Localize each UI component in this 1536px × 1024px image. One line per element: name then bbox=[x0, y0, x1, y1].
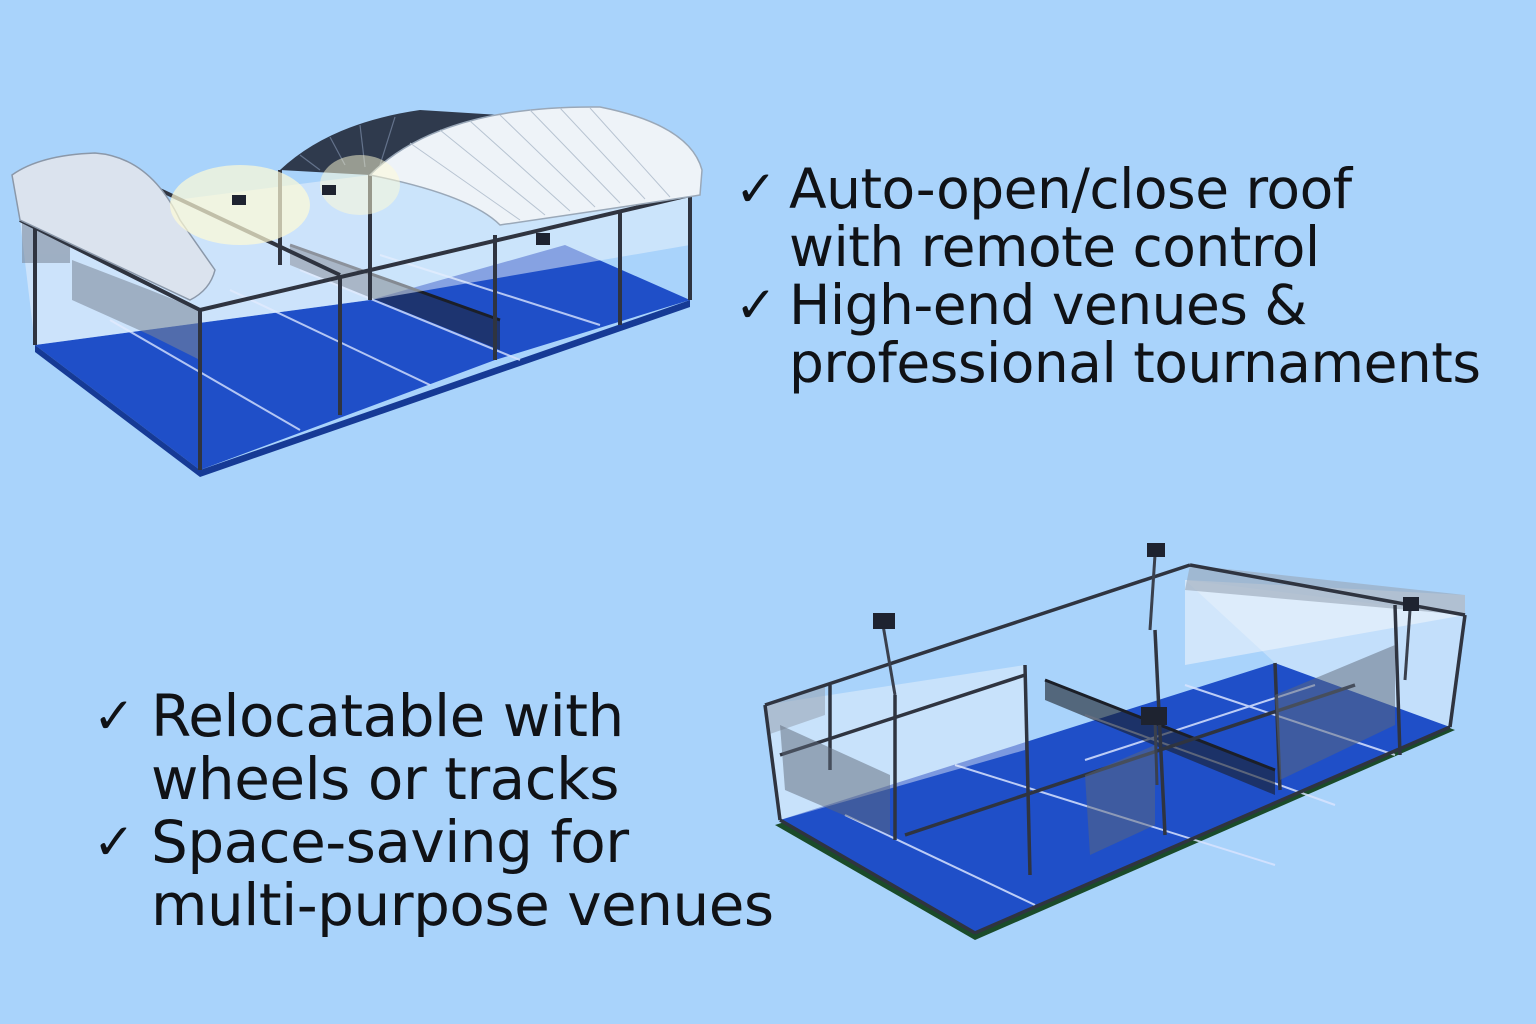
feature-relocatable: ✓ Relocatable with wheels or tracks bbox=[93, 685, 774, 811]
feature-line: High-end venues & bbox=[789, 273, 1307, 337]
feature-auto-roof: ✓ Auto-open/close roof with remote contr… bbox=[735, 160, 1481, 276]
open-air-court-illustration bbox=[763, 543, 1467, 940]
feature-line: with remote control bbox=[789, 215, 1320, 279]
feature-space-saving: ✓ Space-saving for multi-purpose venues bbox=[93, 811, 774, 937]
checkmark-icon: ✓ bbox=[93, 687, 135, 745]
feature-line: multi-purpose venues bbox=[151, 871, 774, 939]
features-top: ✓ Auto-open/close roof with remote contr… bbox=[735, 160, 1481, 392]
feature-line: Space-saving for bbox=[151, 808, 629, 876]
checkmark-icon: ✓ bbox=[735, 276, 777, 334]
checkmark-icon: ✓ bbox=[93, 813, 135, 871]
feature-line: Relocatable with bbox=[151, 682, 624, 750]
feature-high-end-venues: ✓ High-end venues & professional tournam… bbox=[735, 276, 1481, 392]
roof-panel-left bbox=[11, 152, 216, 301]
roof-panel-right bbox=[368, 106, 703, 226]
feature-line: professional tournaments bbox=[789, 331, 1481, 395]
feature-line: wheels or tracks bbox=[151, 745, 619, 813]
feature-line: Auto-open/close roof bbox=[789, 157, 1352, 221]
features-bottom: ✓ Relocatable with wheels or tracks ✓ Sp… bbox=[93, 685, 774, 937]
retractable-roof-court-illustration bbox=[11, 106, 703, 477]
checkmark-icon: ✓ bbox=[735, 160, 777, 218]
roof-truss bbox=[280, 110, 500, 175]
